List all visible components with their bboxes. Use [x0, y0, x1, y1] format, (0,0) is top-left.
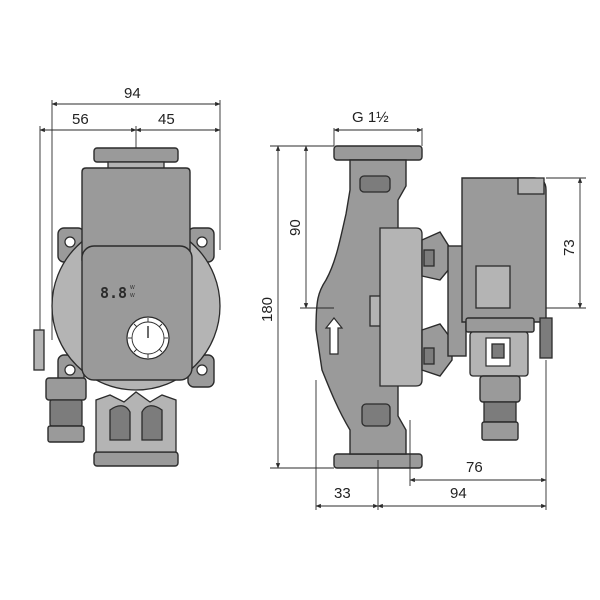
bolt-head-top: [423, 249, 435, 267]
dim-depth-left: 33: [334, 485, 351, 502]
display-digits: 8.8: [100, 284, 127, 302]
side-gland-body: [483, 401, 517, 423]
lug-hole-bl: [64, 364, 76, 376]
side-gland-nut: [481, 421, 519, 441]
front-upper-box: [81, 167, 191, 261]
lug-hole-br: [196, 364, 208, 376]
motor-cap: [517, 177, 545, 195]
front-bottom-ports: [109, 405, 163, 441]
motor-flange-plate: [379, 227, 423, 387]
dim-depth-right: 94: [450, 485, 467, 502]
motor-label-area: [475, 265, 511, 309]
cable-gland-top: [45, 377, 87, 401]
cable-gland-body: [49, 399, 83, 427]
bolt-head-bottom: [423, 347, 435, 365]
terminal-strip: [539, 317, 553, 359]
front-bottom-flange: [93, 451, 179, 467]
dim-front-right: 45: [158, 111, 175, 128]
dim-motor-depth: 76: [466, 459, 483, 476]
front-bottom-body: [95, 391, 177, 453]
side-gland-top: [479, 375, 521, 403]
display-unit-top: W: [130, 285, 135, 291]
cable-gland-nut: [47, 425, 85, 443]
front-top-flange: [93, 147, 179, 163]
housing-top-window: [359, 175, 391, 193]
dim-front-width: 94: [124, 85, 141, 102]
dim-front-left: 56: [72, 111, 89, 128]
display-unit-bottom: W: [130, 293, 135, 299]
dim-height-total: 180: [259, 297, 276, 322]
knob-ticks: [128, 318, 168, 358]
terminal-connector: [491, 343, 505, 359]
side-top-flange: [333, 145, 423, 161]
dim-connection: G 1½: [352, 109, 389, 126]
side-view: G 1½ 180 90 73 76 33 94: [259, 109, 586, 510]
lug-hole-tl: [64, 236, 76, 248]
cable-clip: [33, 329, 45, 371]
dim-height-half: 90: [287, 219, 304, 236]
front-view: 8.8 W W 94 56 45: [33, 85, 221, 467]
housing-bottom-window: [361, 403, 391, 427]
lug-hole-tr: [196, 236, 208, 248]
terminal-top: [465, 317, 535, 333]
flow-direction-arrow: [324, 317, 344, 355]
dim-motor-height: 73: [561, 239, 578, 256]
control-module: [81, 245, 193, 381]
